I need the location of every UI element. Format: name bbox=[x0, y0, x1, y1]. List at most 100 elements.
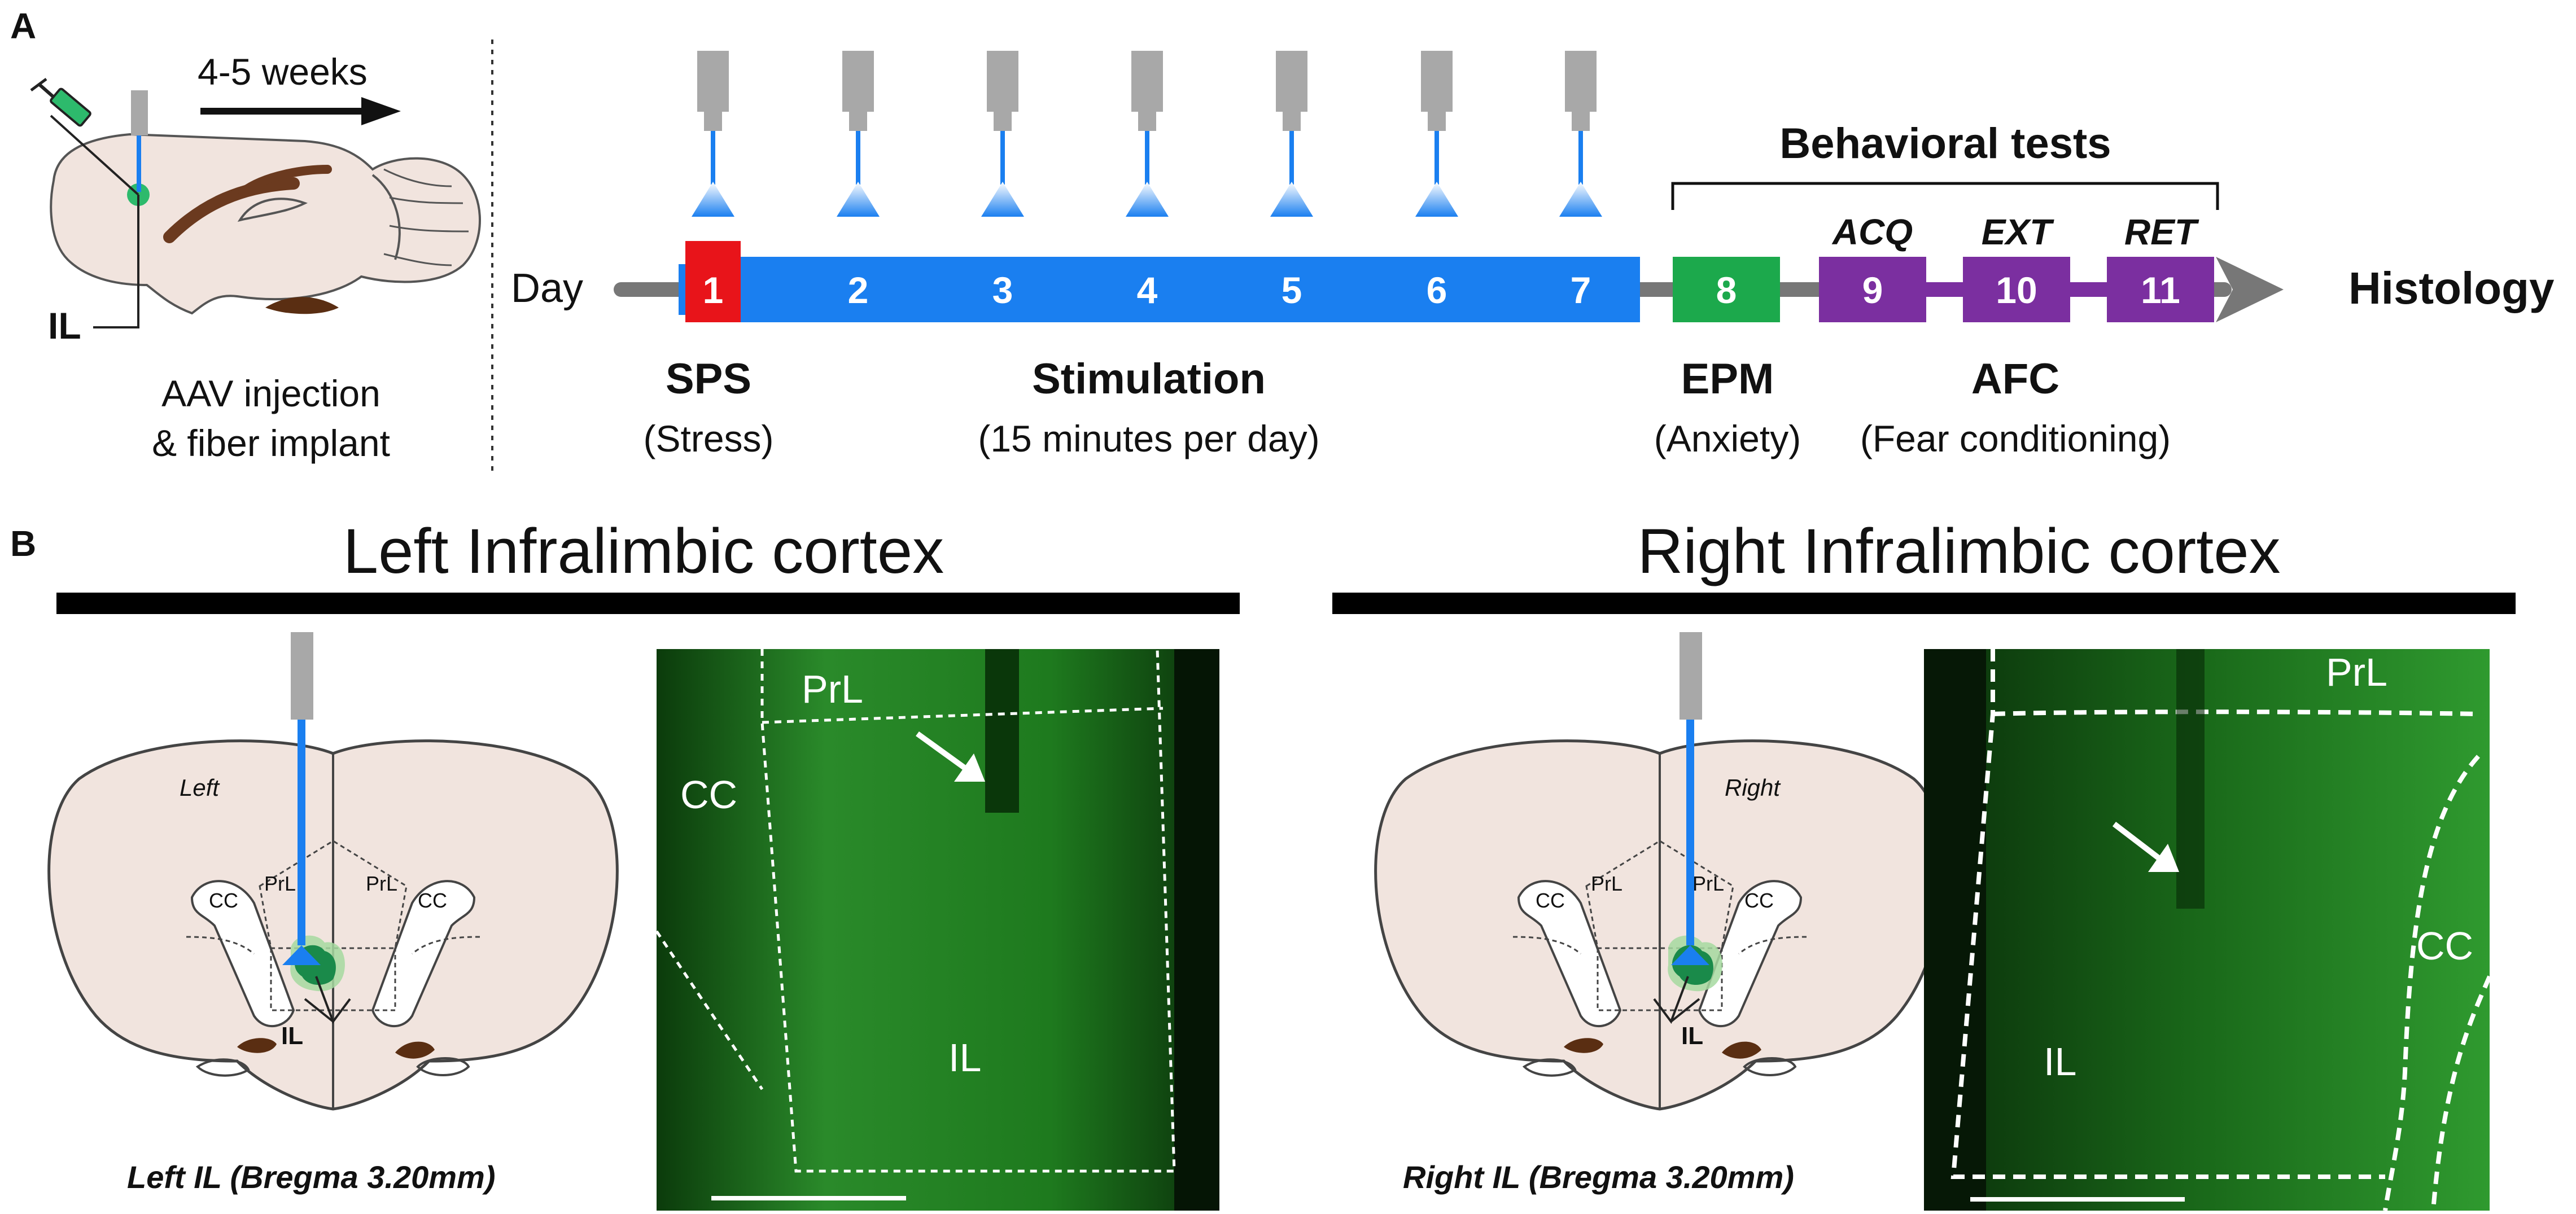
left-atlas-il: IL bbox=[281, 1022, 303, 1050]
injection-caption-1: AAV injection bbox=[161, 372, 381, 414]
weeks-label: 4-5 weeks bbox=[198, 51, 368, 93]
left-atlas-cc-r: CC bbox=[418, 889, 447, 912]
day-label-7: 7 bbox=[1571, 269, 1591, 311]
day-block-1 bbox=[685, 241, 741, 322]
arrow-right-icon bbox=[200, 97, 401, 125]
injection-region-label: IL bbox=[48, 305, 81, 347]
optic-fiber bbox=[856, 131, 860, 185]
acq-label: ACQ bbox=[1831, 212, 1913, 252]
day-block-11 bbox=[2107, 257, 2214, 322]
day-label-2: 2 bbox=[848, 269, 869, 311]
arrow-pointer-icon bbox=[2112, 822, 2179, 872]
day-block-9 bbox=[1819, 257, 1926, 322]
injection-caption-2: & fiber implant bbox=[152, 422, 390, 464]
behavioral-tests-label: Behavioral tests bbox=[1779, 120, 2111, 168]
implant-body bbox=[131, 90, 148, 135]
day-label-4: 4 bbox=[1137, 269, 1158, 311]
left-atlas-prl-r: PrL bbox=[366, 872, 397, 895]
right-atlas-cc-l: CC bbox=[1536, 889, 1565, 912]
implant-icon bbox=[1276, 51, 1307, 112]
left-caption: Left IL (Bregma 3.20mm) bbox=[127, 1159, 495, 1195]
left-micro-il: IL bbox=[948, 1036, 981, 1080]
stim-label: Stimulation bbox=[1032, 355, 1266, 403]
right-micro-cc: CC bbox=[2416, 924, 2473, 968]
left-atlas-prl-l: PrL bbox=[264, 872, 296, 895]
right-atlas-prl-r: PrL bbox=[1692, 872, 1724, 895]
day-block-10 bbox=[1963, 257, 2070, 322]
epm-label: EPM bbox=[1681, 355, 1774, 403]
implant-tip bbox=[849, 112, 867, 131]
left-atlas-side: Left bbox=[180, 774, 220, 801]
implant-tip bbox=[704, 112, 722, 131]
light-cone bbox=[1270, 182, 1313, 217]
right-atlas-prl-l: PrL bbox=[1591, 872, 1622, 895]
sagittal-brain bbox=[50, 133, 481, 315]
optic-fiber bbox=[1145, 131, 1149, 185]
optic-fiber bbox=[1289, 131, 1294, 185]
implant-icon bbox=[987, 51, 1018, 112]
right-atlas-side: Right bbox=[1725, 774, 1781, 801]
implant-icon bbox=[697, 51, 729, 112]
ret-label: RET bbox=[2124, 212, 2199, 252]
implant-icon bbox=[1131, 51, 1163, 112]
day-label-1: 1 bbox=[703, 269, 724, 311]
light-cone bbox=[692, 182, 734, 217]
implant-tip bbox=[1428, 112, 1446, 131]
histology-arrow bbox=[2216, 257, 2284, 322]
left-title: Left Infralimbic cortex bbox=[343, 516, 944, 586]
light-cone bbox=[1126, 182, 1169, 217]
left-title-bar bbox=[56, 593, 1240, 614]
implant-tip bbox=[1283, 112, 1301, 131]
right-title-bar bbox=[1332, 593, 2516, 614]
histology-label: Histology bbox=[2348, 263, 2555, 313]
right-atlas-il: IL bbox=[1681, 1022, 1703, 1050]
optic-fiber bbox=[1000, 131, 1005, 185]
optic-fiber bbox=[1434, 131, 1439, 185]
behavioral-bracket bbox=[1671, 182, 2219, 210]
syringe-icon bbox=[30, 77, 139, 196]
sps-label: SPS bbox=[666, 355, 751, 403]
day-label-6: 6 bbox=[1427, 269, 1447, 311]
implant-tip bbox=[1572, 112, 1590, 131]
left-micro-cc: CC bbox=[680, 773, 737, 817]
implant-icon bbox=[1421, 51, 1453, 112]
day-label-9: 9 bbox=[1862, 269, 1883, 311]
afc-sub-label: (Fear conditioning) bbox=[1860, 418, 2171, 459]
left-micro-prl: PrL bbox=[802, 667, 863, 711]
right-micro-prl: PrL bbox=[2326, 650, 2387, 694]
implant-tip bbox=[994, 112, 1012, 131]
implant-tip bbox=[1138, 112, 1156, 131]
right-atlas-cc-r: CC bbox=[1744, 889, 1774, 912]
panel-b-label: B bbox=[10, 523, 36, 564]
right-micro-il: IL bbox=[2044, 1040, 2076, 1084]
left-atlas-cc-l: CC bbox=[209, 889, 238, 912]
left-micrograph: PrL CC IL bbox=[655, 648, 1219, 1211]
optic-fiber bbox=[1578, 131, 1583, 185]
right-micrograph: PrL CC IL bbox=[1924, 649, 2492, 1211]
day-label-8: 8 bbox=[1716, 269, 1737, 311]
light-cone bbox=[1559, 182, 1602, 217]
sps-sub-label: (Stress) bbox=[644, 418, 774, 459]
ext-label: EXT bbox=[1982, 212, 2054, 252]
afc-label: AFC bbox=[1971, 355, 2059, 403]
stimulation-bar bbox=[738, 257, 1640, 322]
right-caption: Right IL (Bregma 3.20mm) bbox=[1403, 1159, 1794, 1195]
left-atlas: IL CC PrL PrL CC Left Left IL (Bregma 3.… bbox=[47, 632, 619, 1195]
day-label-3: 3 bbox=[992, 269, 1013, 311]
injection-inset: IL 4-5 weeks AAV injection & fiber impla… bbox=[30, 51, 481, 464]
panel-a-label: A bbox=[10, 6, 36, 46]
right-title: Right Infralimbic cortex bbox=[1637, 516, 2280, 586]
day-label: Day bbox=[511, 266, 583, 311]
implant-icon bbox=[1565, 51, 1597, 112]
light-cone bbox=[1415, 182, 1458, 217]
implant-icon bbox=[842, 51, 874, 112]
arrow-pointer-icon bbox=[916, 731, 985, 782]
optic-fiber bbox=[711, 131, 715, 185]
day-label-11: 11 bbox=[2141, 269, 2180, 311]
light-cone bbox=[837, 182, 880, 217]
day-block-8 bbox=[1673, 257, 1780, 322]
day-label-10: 10 bbox=[1996, 269, 2037, 311]
